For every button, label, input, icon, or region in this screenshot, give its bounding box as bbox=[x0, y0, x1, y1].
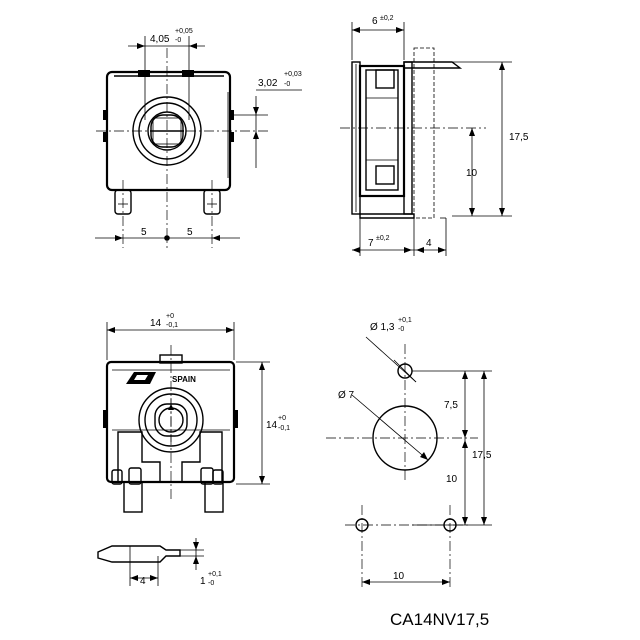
front-view bbox=[95, 36, 302, 248]
dim-side-height-total: 17,5 bbox=[509, 132, 529, 143]
dim-pin-pitch-right: 5 bbox=[187, 227, 193, 238]
pin-detail-shape bbox=[97, 545, 181, 563]
dim-body-width-tol-down: -0,1 bbox=[166, 322, 178, 329]
dim-shaft-width-tol-down: -0 bbox=[175, 37, 181, 44]
pin-detail-view bbox=[97, 538, 204, 586]
dim-side-height-axis: 10 bbox=[466, 168, 478, 179]
rear-pin-right bbox=[204, 481, 224, 513]
dim-side-base-tol: ±0,2 bbox=[376, 235, 390, 242]
dim-fp-total: 17,5 bbox=[472, 450, 492, 461]
rear-view bbox=[103, 322, 270, 513]
dim-side-pin-len: 4 bbox=[426, 238, 432, 249]
rear-pin-left bbox=[123, 481, 143, 513]
dim-shaft-width: 4,05 bbox=[150, 34, 170, 45]
dim-pin-thk-tol-up: +0,1 bbox=[208, 571, 222, 578]
dim-hole-small: Ø 1,3 bbox=[370, 322, 395, 333]
dim-side-depth-tol: ±0,2 bbox=[380, 15, 394, 22]
dim-side-base: 7 bbox=[368, 238, 374, 249]
brand-text: SPAIN bbox=[172, 375, 196, 384]
dim-shaft-offset: 3,02 bbox=[258, 78, 278, 89]
dim-hole-big: Ø 7 bbox=[338, 390, 355, 401]
dim-body-height-tol-down: -0,1 bbox=[278, 425, 290, 432]
dim-fp-lower: 10 bbox=[446, 474, 458, 485]
dim-body-height: 14 bbox=[266, 420, 278, 431]
rear-body bbox=[105, 360, 236, 484]
dim-pin-thk-tol-down: -0 bbox=[208, 580, 214, 587]
dim-shaft-width-tol-up: +0,05 bbox=[175, 28, 193, 35]
dim-shaft-offset-tol-up: +0,03 bbox=[284, 71, 302, 78]
dim-body-width-tol-up: +0 bbox=[166, 313, 174, 320]
dim-pin-thk: 1 bbox=[200, 576, 206, 587]
dim-hole-small-tol-down: -0 bbox=[398, 326, 404, 333]
dim-pin-pitch-left: 5 bbox=[141, 227, 147, 238]
dim-shaft-offset-tol-down: -0 bbox=[284, 81, 290, 88]
dim-body-width: 14 bbox=[150, 318, 162, 329]
dim-hole-small-tol-up: +0,1 bbox=[398, 317, 412, 324]
part-label: CA14NV17,5 bbox=[390, 610, 489, 629]
dim-side-depth: 6 bbox=[372, 16, 378, 27]
dim-fp-width: 10 bbox=[393, 571, 405, 582]
side-view bbox=[340, 22, 512, 256]
dim-fp-upper: 7,5 bbox=[444, 400, 458, 411]
footprint-view bbox=[326, 336, 492, 590]
dim-pin-len: 4 bbox=[140, 576, 146, 587]
dim-body-height-tol-up: +0 bbox=[278, 415, 286, 422]
